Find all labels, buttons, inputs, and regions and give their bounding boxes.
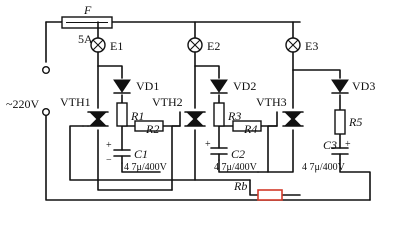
resistor-r1-label: R1 xyxy=(130,109,144,123)
capacitor-c3-value: 4 7μ/400V xyxy=(302,162,346,173)
resistor-rb xyxy=(257,189,283,201)
capacitor-c1 xyxy=(113,149,131,164)
lamp-e2-label: E2 xyxy=(207,39,220,53)
capacitor-c3-polarity: + xyxy=(345,139,351,150)
fuse-rating: 5A xyxy=(78,32,93,46)
stage-1-wiring xyxy=(69,65,251,191)
lamp-e1-label: E1 xyxy=(110,39,123,53)
resistor-r1 xyxy=(116,102,128,127)
lamp-e1 xyxy=(90,21,106,67)
capacitor-c1-minus: − xyxy=(106,155,112,166)
resistor-r2-label: R2 xyxy=(145,122,159,136)
diode-vd1-label: VD1 xyxy=(136,79,159,93)
capacitor-c1-polarity: + xyxy=(106,140,112,151)
fuse xyxy=(61,16,113,29)
stage-2-wiring xyxy=(171,65,278,191)
diode-vd2-label: VD2 xyxy=(233,79,256,93)
capacitor-c2-label: C2 xyxy=(231,147,245,161)
lamp-e3-label: E3 xyxy=(305,39,318,53)
resistor-r3-label: R3 xyxy=(227,109,241,123)
stage-3-wiring xyxy=(257,69,371,201)
capacitor-c2-value: 4 7μ/400V xyxy=(214,162,258,173)
resistor-r3 xyxy=(213,102,225,127)
resistor-r4 xyxy=(232,120,262,132)
capacitor-c1-label: C1 xyxy=(134,147,148,161)
triac-vth1-label: VTH1 xyxy=(60,95,91,109)
resistor-r4-label: R4 xyxy=(243,122,257,136)
supply-label: ~220V xyxy=(6,97,39,111)
capacitor-c3-label: C3 xyxy=(323,138,337,152)
capacitor-c1-value: 4 7μ/400V xyxy=(124,162,168,173)
triac-vth1 xyxy=(82,111,109,127)
triac-vth2-label: VTH2 xyxy=(152,95,183,109)
circuit-schematic: ~220V F 5A E1 E2 E3 xyxy=(6,3,375,201)
resistor-r5-label: R5 xyxy=(348,115,362,129)
lamp-e2 xyxy=(187,21,203,67)
diode-vd1 xyxy=(113,79,131,94)
capacitor-c2 xyxy=(210,147,228,161)
feedback-wiring xyxy=(249,179,301,196)
lamp-e3 xyxy=(285,21,301,71)
resistor-r2 xyxy=(134,120,164,132)
diode-vd3 xyxy=(331,79,349,94)
fuse-designator: F xyxy=(83,3,92,17)
capacitor-c2-polarity: + xyxy=(205,139,211,150)
triac-vth3-label: VTH3 xyxy=(256,95,287,109)
diode-vd3-label: VD3 xyxy=(352,79,375,93)
capacitor-c3 xyxy=(331,147,349,161)
resistor-rb-label: Rb xyxy=(233,179,247,193)
triac-vth2 xyxy=(184,111,206,127)
diode-vd2 xyxy=(210,79,228,94)
resistor-r5 xyxy=(334,109,346,135)
input-terminal-bottom xyxy=(42,107,51,116)
triac-vth3 xyxy=(282,111,304,127)
input-terminal-top xyxy=(42,65,51,74)
